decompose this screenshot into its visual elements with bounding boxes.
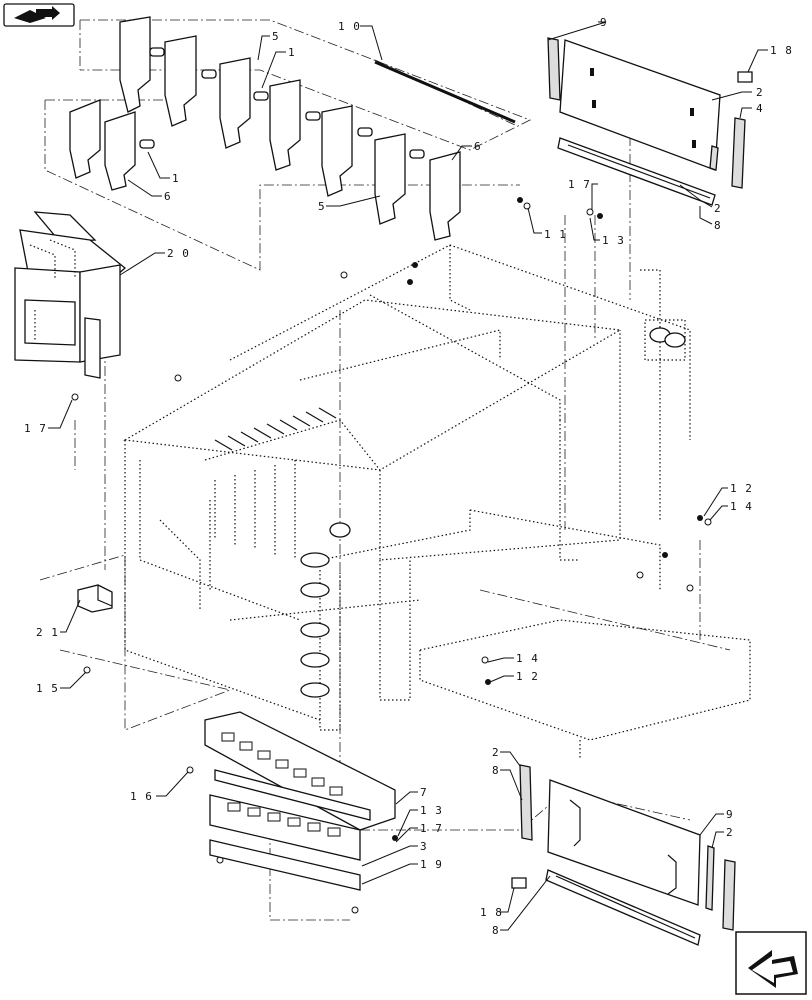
callout-2-bottom-b: 2 [726,826,734,839]
callout-21: 2 1 [36,626,59,639]
callout-1-left: 1 [172,172,180,185]
leader-lines [48,21,768,931]
callout-2-top-a: 2 [756,86,764,99]
callout-20: 2 0 [167,247,190,260]
side-panel-upper [547,37,753,206]
callout-9-bottom: 9 [726,808,734,821]
step-plate-holes [221,732,343,837]
callout-5-top: 5 [272,30,280,43]
comb-rollers [204,327,686,698]
callout-12-right: 1 2 [730,482,753,495]
callout-17-left: 1 7 [24,422,47,435]
callout-8-bottom-a: 8 [492,764,500,777]
callout-16: 1 6 [130,790,153,803]
bracket-part-21 [77,584,113,613]
callout-7: 7 [420,786,428,799]
callout-12-mid: 1 2 [516,670,539,683]
side-panel-lower [511,764,736,946]
callout-15: 1 5 [36,682,59,695]
callout-4: 4 [756,102,764,115]
guide-plates-upper [119,16,461,241]
step-assembly [14,211,127,379]
main-frame [123,244,751,760]
guide-plates-lower [69,99,155,191]
callout-8-bottom-b: 8 [492,924,500,937]
step-plate-assembly [204,711,396,891]
book-arrow-icon[interactable] [3,3,75,27]
callout-18-top: 1 8 [770,44,793,57]
callout-18-bottom: 1 8 [480,906,503,919]
callout-9-top: 9 [600,16,608,29]
callout-labels: 1 0 9 1 8 2 4 2 8 5 1 6 1 6 5 1 1 1 7 1 … [24,16,793,937]
callout-3: 3 [420,840,428,853]
callout-6-left: 6 [164,190,172,203]
callout-13-top: 1 3 [602,234,625,247]
callout-17-top: 1 7 [568,178,591,191]
callout-6-right: 6 [474,140,482,153]
callout-2-bottom-a: 2 [492,746,500,759]
next-page-arrow-icon[interactable] [735,931,807,995]
rod-part-10 [374,60,516,124]
callout-19: 1 9 [420,858,443,871]
callout-11: 1 1 [544,228,567,241]
callout-10: 1 0 [338,20,361,33]
callout-14-mid: 1 4 [516,652,539,665]
callout-5-bottom: 5 [318,200,326,213]
callout-2-top-b: 2 [714,202,722,215]
callout-1-top: 1 [288,46,296,59]
callout-8-top: 8 [714,219,722,232]
callout-13-bottom: 1 3 [420,804,443,817]
callout-14-right: 1 4 [730,500,753,513]
callout-17-bottom: 1 7 [420,822,443,835]
fasteners [71,197,712,914]
